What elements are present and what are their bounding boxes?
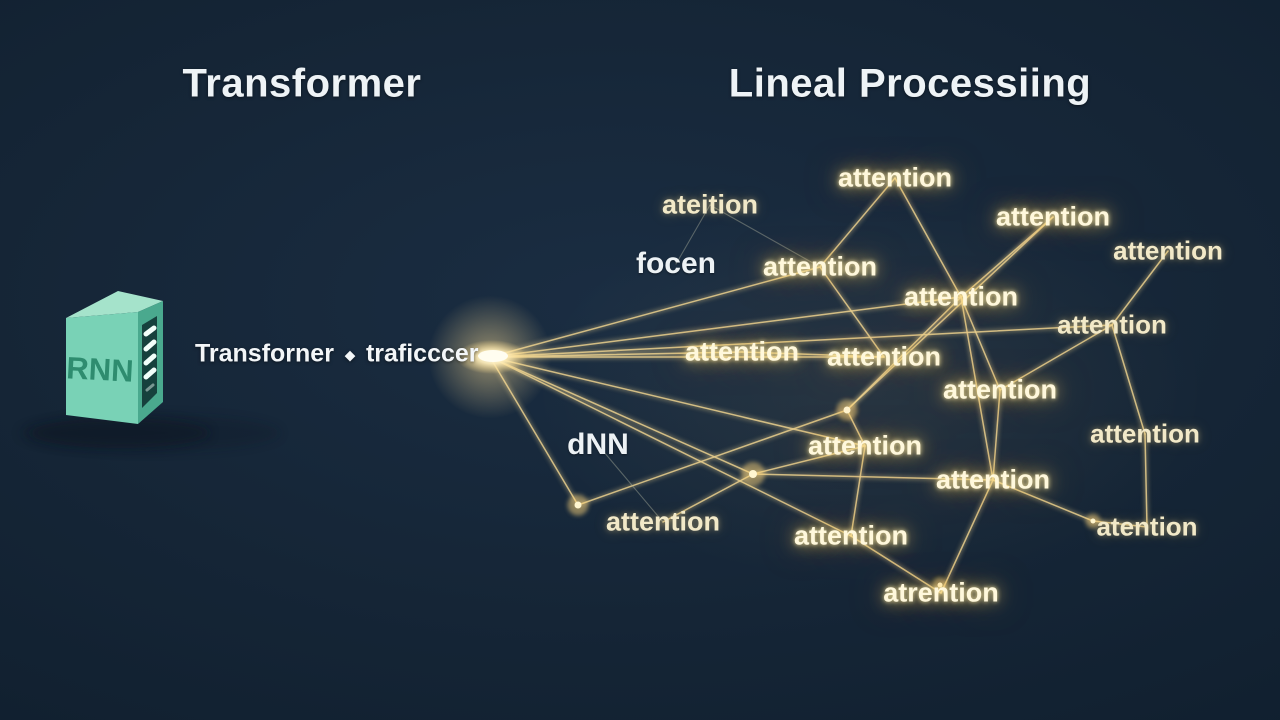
- network-edge: [741, 351, 885, 358]
- network-edge: [992, 389, 1001, 481]
- network-edge: [662, 473, 754, 523]
- network-edge: [819, 177, 896, 268]
- network-node-dot: [937, 582, 943, 588]
- rnn-box-shadow: [30, 418, 210, 448]
- network-edge: [960, 216, 1054, 298]
- network-edge: [752, 445, 866, 475]
- network-edge: [489, 296, 962, 358]
- network-edge: [709, 204, 821, 268]
- network-edge: [489, 324, 1113, 358]
- network-edge: [846, 296, 962, 411]
- hub-flare: [428, 295, 552, 419]
- network-edge: [577, 409, 848, 506]
- diamond-icon: ◆: [344, 347, 355, 363]
- hub-caption-left-word: Transforner: [195, 339, 334, 368]
- network-edge: [752, 473, 994, 481]
- network-node-dot: [749, 470, 757, 478]
- network-edge: [940, 479, 994, 594]
- hub-caption-right-word: traficccer: [365, 339, 479, 368]
- network-edge: [489, 356, 866, 447]
- network-edge: [850, 445, 866, 537]
- network-edge: [597, 444, 664, 523]
- network-edge: [960, 296, 1001, 391]
- network-node-dot: [1090, 518, 1096, 524]
- network-edge: [1111, 324, 1146, 435]
- network-edges-glow-layer: [488, 176, 1170, 595]
- network-node-dot: [574, 501, 582, 509]
- network-edge: [846, 216, 1054, 411]
- rnn-box-front-face: [66, 312, 138, 424]
- rnn-box: RNN: [20, 291, 280, 451]
- page-title-left: Transformer: [182, 61, 422, 106]
- network-edge: [1144, 433, 1148, 528]
- hub-caption: Transforner ◆ traficccer: [195, 340, 479, 369]
- network-edge: [1111, 250, 1169, 326]
- network-edge: [992, 479, 1094, 522]
- network-edge: [489, 356, 852, 537]
- network-dot-cores: [574, 406, 1096, 588]
- network-edge: [850, 535, 942, 594]
- page-title-right: Lineal Processiing: [728, 61, 1092, 106]
- network-edge: [1092, 520, 1148, 528]
- network-node-dot: [843, 406, 851, 414]
- network-edge: [960, 296, 994, 481]
- rnn-box-panel-stripes: [143, 325, 157, 392]
- network-edges-layer: [489, 177, 1169, 594]
- network-edge: [894, 177, 962, 298]
- network-edge: [675, 204, 711, 265]
- rnn-box-label: RNN: [66, 350, 135, 388]
- network-edge: [999, 324, 1113, 391]
- network-edge: [819, 266, 885, 358]
- rnn-box-top-face: [66, 291, 163, 318]
